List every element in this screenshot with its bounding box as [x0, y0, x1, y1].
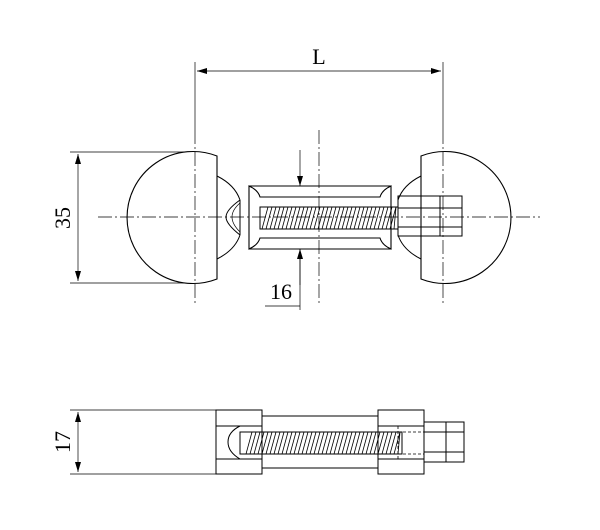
length-label: L — [312, 44, 325, 69]
thread-line — [393, 206, 397, 230]
thread-line — [313, 206, 321, 230]
thread-line — [293, 431, 301, 455]
thread-line — [285, 431, 293, 455]
thread-line — [305, 206, 313, 230]
thread-line — [361, 206, 369, 230]
thread-line — [261, 206, 269, 230]
side-tube — [261, 415, 379, 469]
thread-line — [273, 431, 281, 455]
thread-line — [365, 431, 373, 455]
thread-line — [265, 206, 273, 230]
side-nut — [423, 421, 465, 463]
thread-line — [305, 431, 313, 455]
thread-line — [325, 206, 333, 230]
thread-line — [373, 206, 381, 230]
thread-line — [249, 431, 257, 455]
thread-line — [389, 206, 397, 230]
thread-line — [257, 431, 265, 455]
thread-line — [281, 431, 289, 455]
thread-line — [385, 431, 393, 455]
thread-line — [321, 431, 329, 455]
thread-line — [365, 206, 373, 230]
thread-line — [245, 431, 253, 455]
thread-line — [289, 206, 297, 230]
thread-line — [269, 206, 277, 230]
thread-line — [281, 206, 289, 230]
thread-line — [357, 431, 365, 455]
thread-line — [309, 206, 317, 230]
thread-line — [369, 431, 377, 455]
thread-line — [321, 206, 329, 230]
thread-line — [265, 431, 273, 455]
thread-line — [349, 431, 357, 455]
thread-line — [377, 431, 385, 455]
thread-line — [349, 206, 357, 230]
thread-line — [277, 206, 285, 230]
thread-line — [253, 431, 261, 455]
thread-line — [261, 431, 269, 455]
side-thread-rod — [239, 431, 403, 455]
thread-line — [389, 431, 397, 455]
thread-line — [297, 206, 305, 230]
thread-line — [325, 431, 333, 455]
shaft-diameter-label: 16 — [270, 279, 292, 304]
thread-line — [269, 431, 277, 455]
side-height-label: 17 — [50, 431, 75, 453]
thread-line — [329, 431, 337, 455]
top-view: L 35 — [50, 44, 540, 310]
thread-line — [369, 206, 377, 230]
thread-line — [333, 206, 341, 230]
thread-line — [377, 206, 385, 230]
thread-line — [297, 431, 305, 455]
thread-line — [277, 431, 285, 455]
shaft — [248, 185, 399, 250]
thread-line — [397, 431, 401, 455]
dimension-l: L — [194, 44, 444, 130]
left-ball — [126, 150, 241, 285]
thread-line — [345, 206, 353, 230]
thread-line — [285, 206, 293, 230]
thread-hatching — [261, 206, 397, 230]
thread-line — [301, 431, 309, 455]
side-left-block — [215, 409, 263, 475]
ball-diameter-label: 35 — [50, 207, 75, 229]
thread-line — [353, 206, 361, 230]
thread-line — [273, 206, 281, 230]
thread-line — [341, 206, 349, 230]
side-view: 17 — [50, 409, 465, 475]
thread-line — [337, 206, 345, 230]
thread-line — [357, 206, 365, 230]
thread-line — [381, 431, 389, 455]
thread-line — [393, 431, 401, 455]
thread-line — [353, 431, 361, 455]
thread-line — [293, 206, 301, 230]
center-lines-top — [98, 130, 540, 305]
thread-line — [317, 431, 325, 455]
side-thread-hatching — [245, 431, 401, 455]
dimension-ball-diameter: 35 — [50, 151, 200, 284]
thread-line — [329, 206, 337, 230]
right-ball — [397, 150, 512, 285]
thread-line — [361, 431, 369, 455]
dimension-side-height: 17 — [50, 409, 216, 475]
thread-line — [345, 431, 353, 455]
thread-line — [381, 206, 389, 230]
thread-line — [373, 431, 381, 455]
thread-line — [385, 206, 393, 230]
thread-line — [313, 431, 321, 455]
dimension-shaft: 16 — [265, 150, 303, 310]
thread-line — [309, 431, 317, 455]
thread-line — [337, 431, 345, 455]
thread-line — [341, 431, 349, 455]
thread-line — [333, 431, 341, 455]
thread-line — [289, 431, 297, 455]
thread-line — [301, 206, 309, 230]
